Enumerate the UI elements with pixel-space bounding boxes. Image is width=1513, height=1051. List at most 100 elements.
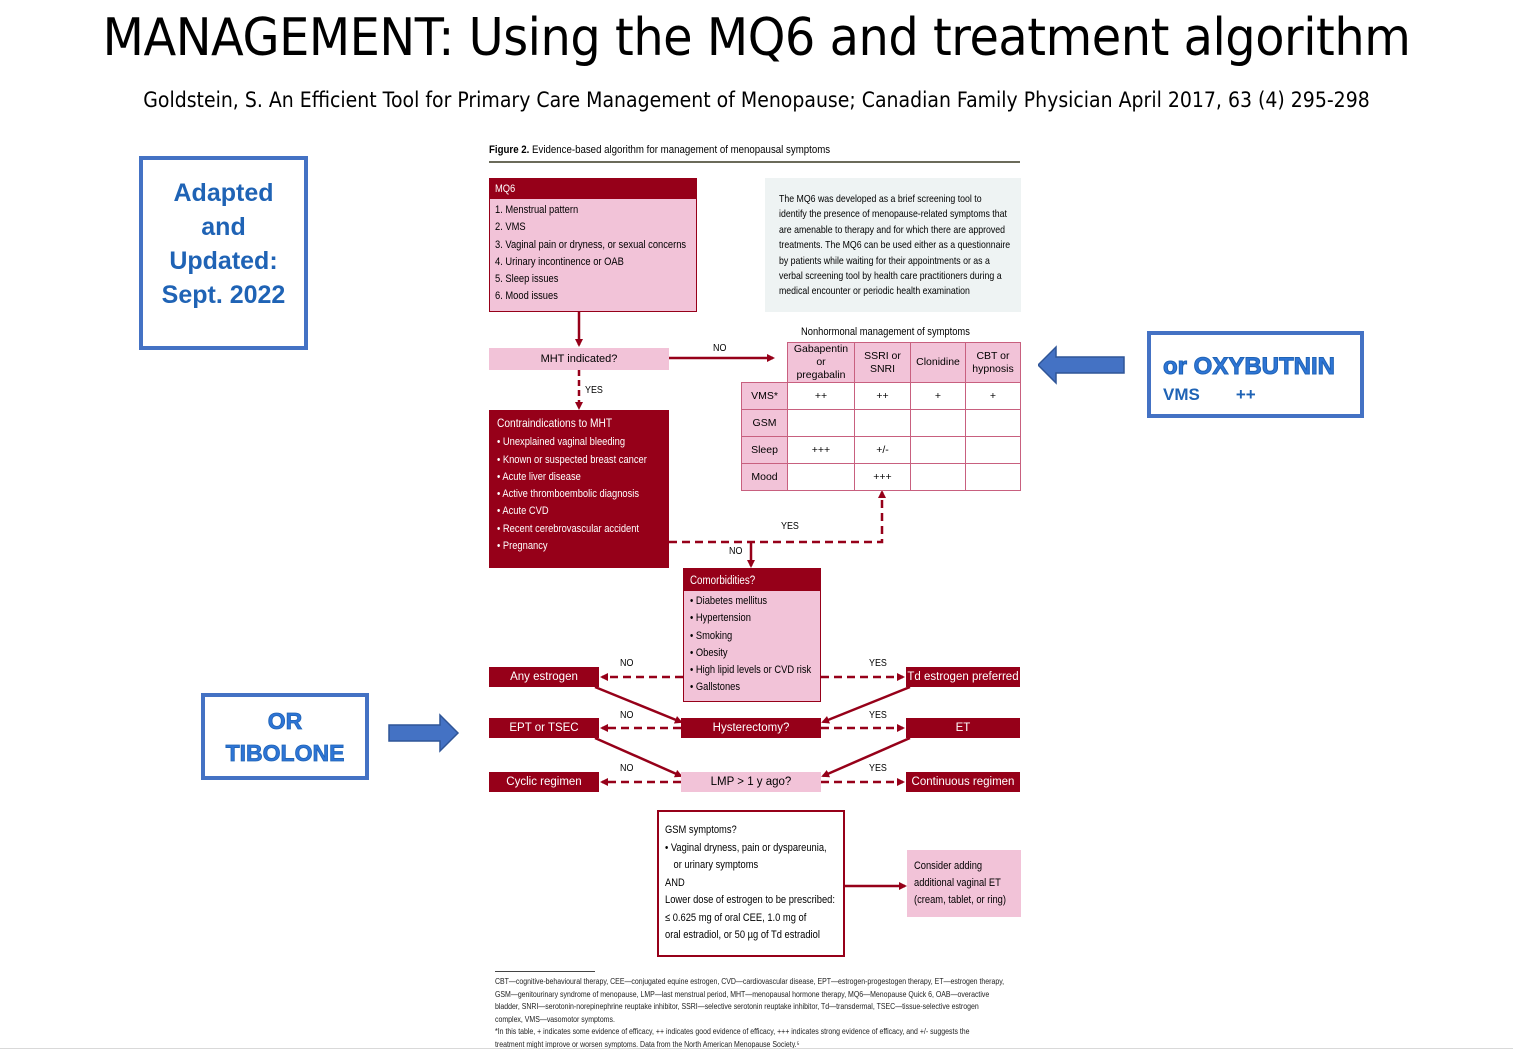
tibolone-callout: OR TIBOLONE xyxy=(201,693,369,780)
table-cell xyxy=(854,409,911,437)
arrow-contra-yes xyxy=(669,490,886,544)
info-line: The MQ6 was developed as a brief screeni… xyxy=(779,194,982,205)
table-row: Mood +++ xyxy=(741,463,1021,491)
oxybutnin-label: or OXYBUTNIN xyxy=(1163,353,1336,381)
arrow-ept-to-lmp xyxy=(594,736,683,778)
footnote-line: bladder, SNRI—serotonin-norepinephrine r… xyxy=(495,1002,979,1011)
mq6-item: 6. Mood issues xyxy=(495,290,558,303)
info-line: treatments. The MQ6 can be used either a… xyxy=(779,240,1011,252)
ept-tsec-box: EPT or TSEC xyxy=(489,718,599,738)
row-header: GSM xyxy=(741,409,788,437)
table-cell xyxy=(787,463,855,491)
footnote-divider xyxy=(495,971,595,972)
yes-label: YES xyxy=(781,520,799,532)
gsm-line: • Vaginal dryness, pain or dyspareunia, xyxy=(665,841,827,854)
comorbidity-item: • Hypertension xyxy=(690,612,751,625)
oxybutnin-vms-label: VMS xyxy=(1163,385,1200,404)
column-header: Clonidine xyxy=(910,342,966,383)
contraindication-item: • Acute CVD xyxy=(497,505,549,518)
callout-line: Adapted xyxy=(173,179,274,207)
consider-line: (cream, tablet, or ring) xyxy=(914,894,1006,906)
yes-label: YES xyxy=(869,709,887,721)
no-label: NO xyxy=(729,545,743,557)
comorbidity-item: • Smoking xyxy=(690,629,733,642)
callout-line: OR xyxy=(267,708,303,735)
gsm-line: ≤ 0.625 mg of oral CEE, 1.0 mg of xyxy=(665,911,807,924)
table-cell: ++ xyxy=(787,382,855,410)
no-label: NO xyxy=(620,657,634,669)
callout-line: and xyxy=(201,213,246,241)
footnote-line: treatment might improve or worsen sympto… xyxy=(495,1039,800,1049)
table-cell: + xyxy=(910,382,966,410)
no-label: NO xyxy=(713,342,727,354)
lmp-box: LMP > 1 y ago? xyxy=(681,772,821,792)
arrow-et-to-lmp xyxy=(821,736,911,778)
flow-connectors xyxy=(575,312,911,890)
footnote: CBT—cognitive-behavioural therapy, CEE—c… xyxy=(495,976,1017,1051)
contraindication-item: • Unexplained vaginal bleeding xyxy=(497,436,626,449)
consider-line: additional vaginal ET xyxy=(914,877,1001,889)
row-header: VMS* xyxy=(741,382,788,410)
right-arrow-icon xyxy=(388,713,460,753)
slide-title: MANAGEMENT: Using the MQ6 and treatment … xyxy=(102,8,1411,68)
info-line: medical encounter or periodic health exa… xyxy=(779,286,970,298)
yes-label: YES xyxy=(869,762,887,774)
yes-label: YES xyxy=(869,657,887,669)
mq6-info-box: The MQ6 was developed as a brief screeni… xyxy=(765,178,1021,312)
mht-indicated-box: MHT indicated? xyxy=(489,348,669,370)
info-line: are amenable to therapy and for which th… xyxy=(779,224,1005,236)
contraindication-item: • Active thromboembolic diagnosis xyxy=(497,488,640,501)
gsm-line: oral estradiol, or 50 µg of Td estradiol xyxy=(665,929,820,941)
gsm-line: AND xyxy=(665,876,685,889)
footnote-line: CBT—cognitive-behavioural therapy, CEE—c… xyxy=(495,977,1005,986)
mq6-title: MQ6 xyxy=(495,183,516,195)
info-line: identify the presence of menopause-relat… xyxy=(779,209,1007,221)
mq6-item: 2. VMS xyxy=(495,221,526,234)
table-cell: ++ xyxy=(854,382,911,410)
mq6-box: MQ6 1. Menstrual pattern 2. VMS 3. Vagin… xyxy=(489,178,697,312)
contraindications-title: Contraindications to MHT xyxy=(497,416,613,430)
comorbidities-title: Comorbidities? xyxy=(690,575,756,587)
info-line: verbal screening tool by health care pra… xyxy=(779,271,1002,283)
comorbidity-item: • Diabetes mellitus xyxy=(690,595,768,607)
arrow-td-to-hyst xyxy=(821,685,911,724)
callout-line: Sept. 2022 xyxy=(161,281,286,309)
oxybutnin-callout: or OXYBUTNIN VMS ++ xyxy=(1147,331,1364,418)
table-cell: + xyxy=(965,382,1021,410)
contraindication-item: • Pregnancy xyxy=(497,540,548,553)
nonhormonal-title: Nonhormonal management of symptoms xyxy=(801,326,970,338)
comorbidity-item: • High lipid levels or CVD risk xyxy=(690,664,812,677)
yes-label: YES xyxy=(585,384,603,396)
callout-line: TIBOLONE xyxy=(225,740,345,767)
oxybutnin-vms-value: ++ xyxy=(1235,385,1256,404)
table-cell xyxy=(910,463,966,491)
table-cell: +++ xyxy=(787,436,855,464)
gsm-title: GSM symptoms? xyxy=(665,824,737,836)
row-header: Sleep xyxy=(741,436,788,464)
comorbidity-item: • Obesity xyxy=(690,646,728,659)
td-estrogen-box: Td estrogen preferred xyxy=(906,667,1020,687)
table-cell: +++ xyxy=(854,463,911,491)
footnote-line: complex, VMS—vasomotor symptoms. xyxy=(495,1014,615,1024)
et-box: ET xyxy=(906,718,1020,738)
hysterectomy-box: Hysterectomy? xyxy=(681,718,821,738)
cyclic-regimen-box: Cyclic regimen xyxy=(489,772,599,792)
table-cell xyxy=(965,463,1021,491)
contraindication-item: • Known or suspected breast cancer xyxy=(497,453,647,466)
comorbidities-box: Comorbidities? • Diabetes mellitus • Hyp… xyxy=(683,568,821,702)
callout-line: Updated: xyxy=(169,247,278,275)
slide-bottom-border xyxy=(0,1048,1513,1049)
continuous-regimen-box: Continuous regimen xyxy=(906,772,1020,792)
table-cell xyxy=(965,409,1021,437)
mq6-item: 4. Urinary incontinence or OAB xyxy=(495,255,624,268)
algorithm-figure: Figure 2. Evidence-based algorithm for m… xyxy=(485,140,1025,1051)
info-line: by patients while waiting for their appo… xyxy=(779,255,990,267)
table-cell: +/- xyxy=(854,436,911,464)
table-cell xyxy=(910,409,966,437)
comorbidity-item: • Gallstones xyxy=(690,681,741,694)
contraindication-item: • Recent cerebrovascular accident xyxy=(497,522,640,535)
